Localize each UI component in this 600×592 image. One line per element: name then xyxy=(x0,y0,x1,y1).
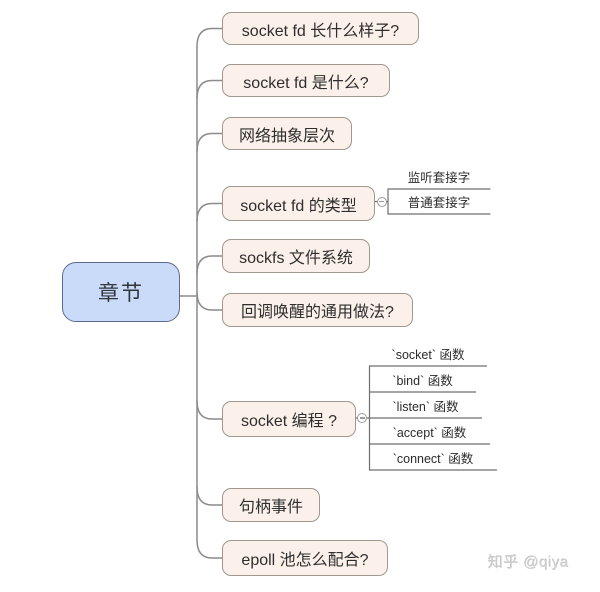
topic-network-abstraction-layers[interactable]: 网络抽象层次 xyxy=(222,117,352,150)
topic-callback-wakeup[interactable]: 回调唤醒的通用做法? xyxy=(222,293,413,327)
minus-icon xyxy=(379,200,384,203)
minus-icon xyxy=(359,417,365,419)
topic-epoll-pool[interactable]: epoll 池怎么配合? xyxy=(222,540,388,576)
watermark-text: 知乎 @qiya xyxy=(488,554,569,571)
root-topic-chapters[interactable]: 章节 xyxy=(62,262,180,322)
topic-socket-fd-types[interactable]: socket fd 的类型 xyxy=(222,186,375,221)
subtopic-bind-func[interactable]: `bind` 函数 xyxy=(392,374,453,388)
collapse-toggle-icon[interactable] xyxy=(357,413,367,423)
subtopic-listening-socket[interactable]: 监听套接字 xyxy=(407,171,471,185)
subtopic-socket-func[interactable]: `socket` 函数 xyxy=(391,348,465,362)
topic-sockfs-filesystem[interactable]: sockfs 文件系统 xyxy=(222,239,370,273)
subtopic-listen-func[interactable]: `listen` 函数 xyxy=(392,400,459,414)
collapse-toggle-icon[interactable] xyxy=(376,196,387,207)
topic-socket-fd-appearance[interactable]: socket fd 长什么样子? xyxy=(222,12,419,45)
subtopic-connect-func[interactable]: `connect` 函数 xyxy=(392,452,474,466)
topic-socket-programming[interactable]: socket 编程 ? xyxy=(222,401,356,437)
subtopic-accept-func[interactable]: `accept` 函数 xyxy=(392,426,467,440)
topic-socket-fd-what[interactable]: socket fd 是什么? xyxy=(222,64,390,97)
subtopic-normal-socket[interactable]: 普通套接字 xyxy=(407,196,471,210)
topic-handle-events[interactable]: 句柄事件 xyxy=(222,488,320,522)
